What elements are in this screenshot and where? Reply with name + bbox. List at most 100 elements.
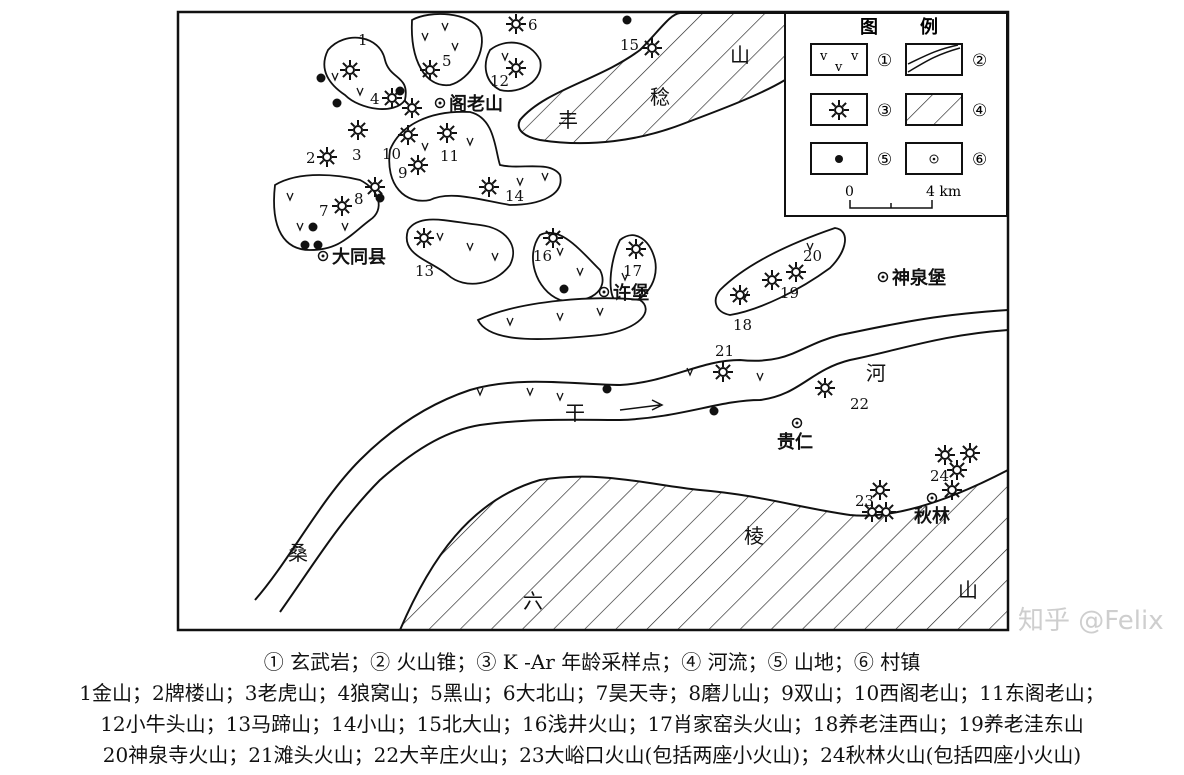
volcano-17: 17 — [623, 239, 646, 280]
volcano-cone-icon — [398, 125, 418, 145]
volcano-cone-icon — [402, 98, 422, 118]
basalt-mark — [476, 387, 484, 397]
river-icon — [907, 44, 961, 73]
volcano-cone-icon — [870, 480, 890, 500]
basalt-mark — [556, 247, 564, 257]
svg-text:v: v — [850, 49, 859, 64]
volcano-cone-icon — [829, 100, 849, 120]
legend-number: ④ — [972, 101, 987, 121]
basalt-mark — [331, 72, 339, 82]
liuleng-mountain — [398, 468, 1009, 631]
basalt-mark — [621, 272, 629, 282]
sample-point-icon — [313, 240, 323, 250]
volcano-number: 17 — [623, 262, 642, 280]
volcano-cone-icon — [815, 378, 835, 398]
volcano-11: 11 — [437, 123, 459, 165]
volcano-number: 7 — [319, 202, 329, 220]
volcano-cone-icon — [365, 177, 385, 197]
town-marker: 神泉堡 — [877, 267, 946, 289]
volcano-cone-icon — [942, 480, 962, 500]
volcano-cone-icon — [437, 123, 457, 143]
volcano-20: 20 — [786, 247, 822, 282]
volcano-cone-icon — [317, 147, 337, 167]
scale-zero: 0 — [845, 184, 854, 200]
volcano-cone-icon — [382, 88, 402, 108]
volcano-23: 23 — [855, 480, 896, 522]
town-marker: 秋林 — [914, 492, 950, 527]
scale-end: 4 km — [926, 184, 961, 200]
volcano-number: 19 — [780, 284, 799, 302]
volcano-cone-icon — [935, 445, 955, 465]
volcano-9: 9 — [398, 155, 428, 182]
terrain-label: 河 — [866, 361, 886, 385]
sample-point-icon — [308, 222, 318, 232]
basalt-mark — [506, 317, 514, 327]
basalt-mark — [451, 42, 459, 52]
volcano-10: 10 — [382, 125, 418, 163]
volcano-cone-icon — [340, 60, 360, 80]
town-label: 秋林 — [914, 505, 950, 527]
town-icon — [598, 286, 610, 298]
terrain-label: 山 — [958, 578, 978, 602]
basalt-mark — [556, 312, 564, 322]
terrain-label: 六 — [523, 589, 543, 613]
sample-point-icon — [559, 284, 569, 294]
basalt-mark — [286, 192, 294, 202]
caption-volcano-list-2: 12小牛头山；13马蹄山；14小山；15北大山；16浅井火山；17肖家窑头火山；… — [100, 712, 1084, 736]
volcano-cone-icon — [786, 262, 806, 282]
caption-volcano-list-1: 1金山；2牌楼山；3老虎山；4狼窝山；5黑山；6大北山；7昊天寺；8磨儿山；9双… — [79, 681, 1105, 705]
legend-number: ② — [972, 51, 987, 71]
volcano-number: 8 — [354, 190, 364, 208]
basalt-mark — [541, 172, 549, 182]
town-label: 阁老山 — [449, 93, 503, 115]
town-icon — [317, 250, 329, 262]
volcano-number: 5 — [442, 52, 452, 70]
basalt-mark — [491, 252, 499, 262]
volcano-4: 4 — [370, 88, 422, 118]
volcano-cone-icon — [348, 120, 368, 140]
town-marker: 阁老山 — [434, 93, 503, 115]
volcano-cone-icon — [947, 460, 967, 480]
volcano-number: 12 — [490, 72, 509, 90]
town-marker: 许堡 — [598, 282, 649, 304]
legend-number: ⑥ — [972, 150, 987, 170]
svg-text:v: v — [819, 49, 828, 64]
terrain-label: 丰 — [558, 108, 578, 132]
sample-point-icon — [622, 15, 632, 25]
volcano-cone-icon — [414, 228, 434, 248]
basalt-mark — [576, 267, 584, 277]
sample-point-icon — [835, 155, 843, 163]
terrain-label: 棱 — [744, 524, 764, 548]
caption-volcano-list-3: 20神泉寺火山；21滩头火山；22大辛庄火山；23大峪口火山(包括两座小火山)；… — [102, 743, 1082, 767]
terrain-label: 山 — [730, 43, 750, 67]
basalt-mark — [296, 222, 304, 232]
town-label: 大同县 — [332, 246, 386, 268]
volcano-6: 6 — [506, 14, 538, 34]
basalt-mark — [466, 137, 474, 147]
sample-point-icon — [316, 73, 326, 83]
basalt-mark — [516, 177, 524, 187]
volcano-cone-icon — [408, 155, 428, 175]
volcano-16: 16 — [533, 228, 563, 265]
volcano-number: 15 — [620, 36, 639, 54]
basalt-mark — [466, 242, 474, 252]
flow-arrow-icon — [619, 399, 664, 411]
volcano-number: 3 — [352, 146, 362, 164]
basalt-mark — [556, 392, 564, 402]
basalt-mark — [501, 52, 509, 62]
volcano-19: 19 — [762, 270, 799, 302]
caption-legend-line: ① 玄武岩；② 火山锥；③ K -Ar 年龄采样点；④ 河流；⑤ 山地；⑥ 村镇 — [263, 650, 921, 674]
volcano-number: 9 — [398, 164, 408, 182]
volcano-cone-icon — [730, 285, 750, 305]
volcano-cone-icon — [762, 270, 782, 290]
town-icon — [929, 154, 939, 164]
town-icon — [434, 97, 446, 109]
volcano-3: 3 — [348, 120, 368, 164]
basalt-mark — [341, 222, 349, 232]
volcano-cone-icon — [479, 177, 499, 197]
